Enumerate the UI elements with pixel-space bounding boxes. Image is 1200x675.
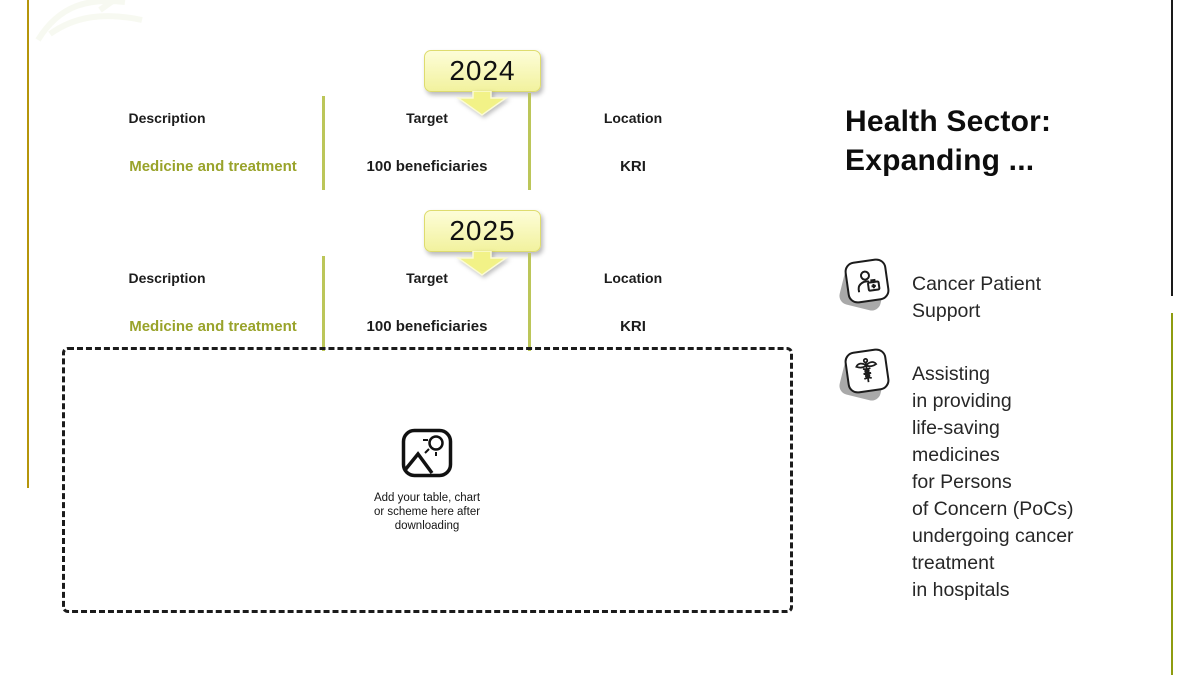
feature-assisting-medicines: Assisting in providing life-saving medic…: [912, 363, 1074, 601]
placeholder-line: downloading: [394, 520, 460, 532]
table2-header-target: Target: [406, 270, 448, 286]
year-callout-2025: 2025: [424, 210, 541, 252]
table1-header-target: Target: [406, 110, 448, 126]
caduceus-icon: [837, 347, 898, 406]
table1-divider-2: [528, 93, 531, 190]
placeholder-line: Add your table, chart: [373, 492, 481, 504]
table2-header-description: Description: [128, 270, 206, 286]
callout-down-arrow-icon: [455, 91, 509, 116]
table2-divider-1: [322, 256, 325, 351]
year-callout-2024: 2024: [424, 50, 541, 92]
table1-header-description: Description: [128, 110, 206, 126]
callout-down-arrow-icon: [455, 251, 509, 276]
table2-divider-2: [528, 253, 531, 351]
table2-cell-target: 100 beneficiaries: [366, 318, 488, 335]
year-label: 2025: [449, 215, 516, 246]
year-label: 2024: [449, 55, 516, 86]
image-placeholder-icon: [401, 428, 453, 478]
right-black-accent-line: [1171, 0, 1173, 296]
table2-cell-location: KRI: [620, 318, 646, 335]
faint-leaf-watermark: [35, 0, 143, 42]
placeholder-content: Add your table, chart or scheme here aft…: [337, 428, 517, 533]
feature-cancer-patient-support: Cancer Patient Support: [912, 273, 1041, 322]
table1-header-location: Location: [603, 110, 663, 126]
doctor-with-medical-bag-icon: [837, 257, 898, 316]
table1-cell-target: 100 beneficiaries: [366, 158, 488, 175]
table1-cell-location: KRI: [620, 158, 646, 175]
table1-cell-description: Medicine and treatment: [129, 158, 297, 175]
placeholder-line: or scheme here after: [373, 506, 481, 518]
table2-header-location: Location: [603, 270, 663, 286]
table1-divider-1: [322, 96, 325, 190]
right-olive-accent-line: [1171, 313, 1173, 675]
content-placeholder-dropzone[interactable]: [62, 347, 793, 613]
page-title: Health Sector: Expanding ...: [845, 105, 1052, 177]
left-gold-accent-line: [27, 0, 29, 488]
table2-cell-description: Medicine and treatment: [129, 318, 297, 335]
